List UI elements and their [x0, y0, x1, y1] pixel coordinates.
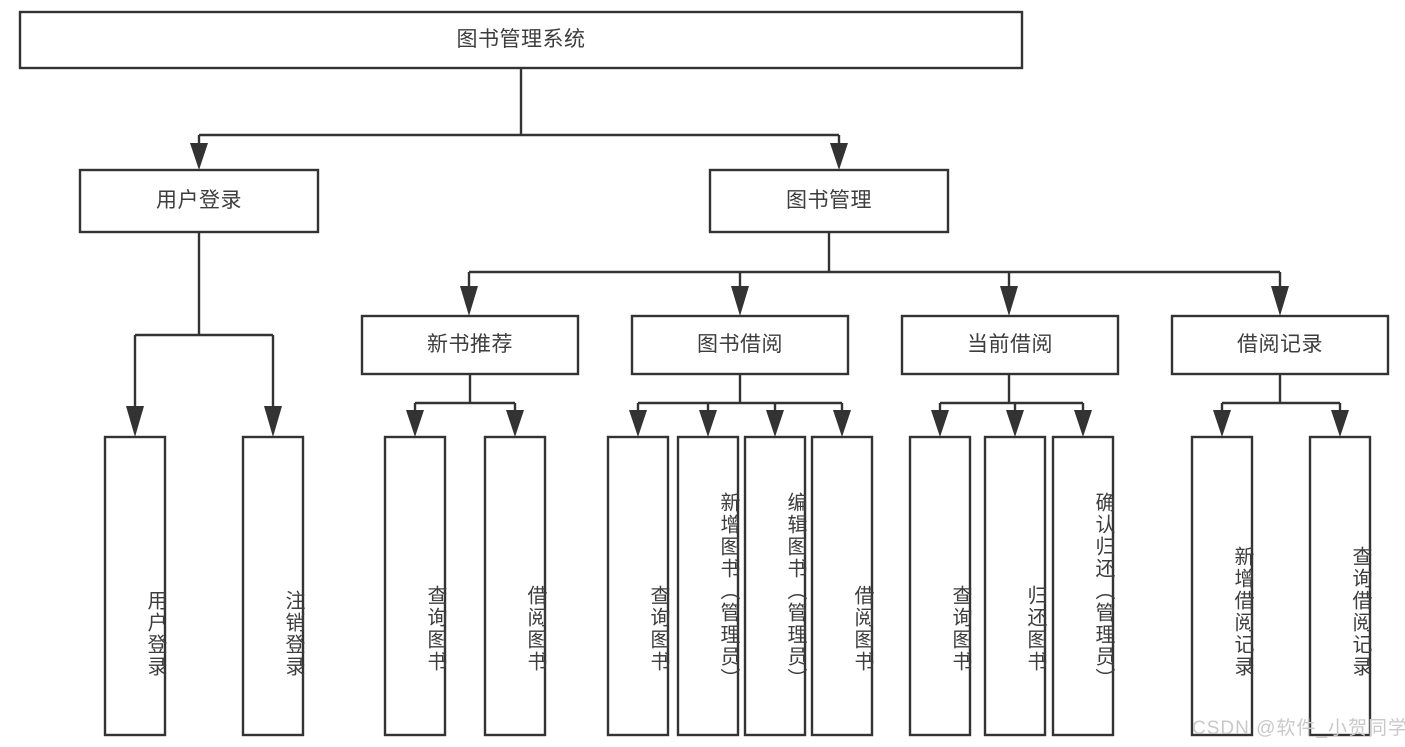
node-box-leaf-query-book-borrow[interactable] — [606, 435, 670, 737]
arrow-to-book-management — [830, 143, 848, 170]
node-box-leaf-add-borrow-record[interactable] — [1190, 435, 1254, 737]
node-box-book-borrow[interactable] — [630, 314, 850, 376]
arrow-to-leaf-add-borrow-record — [1213, 410, 1231, 437]
node-box-user-login[interactable] — [78, 168, 320, 234]
node-box-leaf-borrow-book-rec[interactable] — [483, 435, 547, 737]
arrow-to-leaf-edit-book-admin — [766, 410, 784, 437]
arrow-to-leaf-query-book-current — [931, 410, 949, 437]
arrow-to-borrow-record — [1271, 286, 1289, 316]
node-box-leaf-user-login[interactable] — [103, 435, 167, 737]
node-box-new-book-recommend[interactable] — [360, 314, 580, 376]
arrow-to-new-book-recommend — [460, 286, 478, 316]
arrow-to-leaf-borrow-book-rec — [506, 410, 524, 437]
arrow-to-user-login — [190, 143, 208, 170]
arrow-to-book-borrow — [731, 286, 749, 316]
arrow-to-current-borrow — [1000, 286, 1018, 316]
arrow-to-leaf-query-book-borrow — [629, 410, 647, 437]
node-box-book-management[interactable] — [708, 168, 950, 234]
node-box-leaf-add-book-admin[interactable] — [676, 435, 740, 737]
node-box-leaf-confirm-return-admin[interactable] — [1051, 435, 1115, 737]
node-box-leaf-query-book-current[interactable] — [908, 435, 972, 737]
arrow-to-leaf-borrow-book — [833, 410, 851, 437]
arrow-to-leaf-logout — [264, 406, 282, 437]
arrow-to-leaf-query-borrow-record — [1331, 410, 1349, 437]
arrow-to-leaf-query-book-rec — [406, 410, 424, 437]
arrow-to-leaf-add-book-admin — [699, 410, 717, 437]
node-box-leaf-edit-book-admin[interactable] — [743, 435, 807, 737]
node-box-borrow-record[interactable] — [1170, 314, 1390, 376]
node-box-leaf-borrow-book[interactable] — [810, 435, 874, 737]
node-box-leaf-logout[interactable] — [241, 435, 305, 737]
node-box-leaf-return-book[interactable] — [983, 435, 1047, 737]
node-box-root[interactable] — [18, 10, 1024, 70]
arrow-to-leaf-user-login — [126, 406, 144, 437]
node-box-leaf-query-borrow-record[interactable] — [1308, 435, 1372, 737]
node-box-leaf-query-book-rec[interactable] — [383, 435, 447, 737]
arrow-to-leaf-confirm-return-admin — [1074, 410, 1092, 437]
node-box-current-borrow[interactable] — [900, 314, 1120, 376]
arrow-to-leaf-return-book — [1006, 410, 1024, 437]
